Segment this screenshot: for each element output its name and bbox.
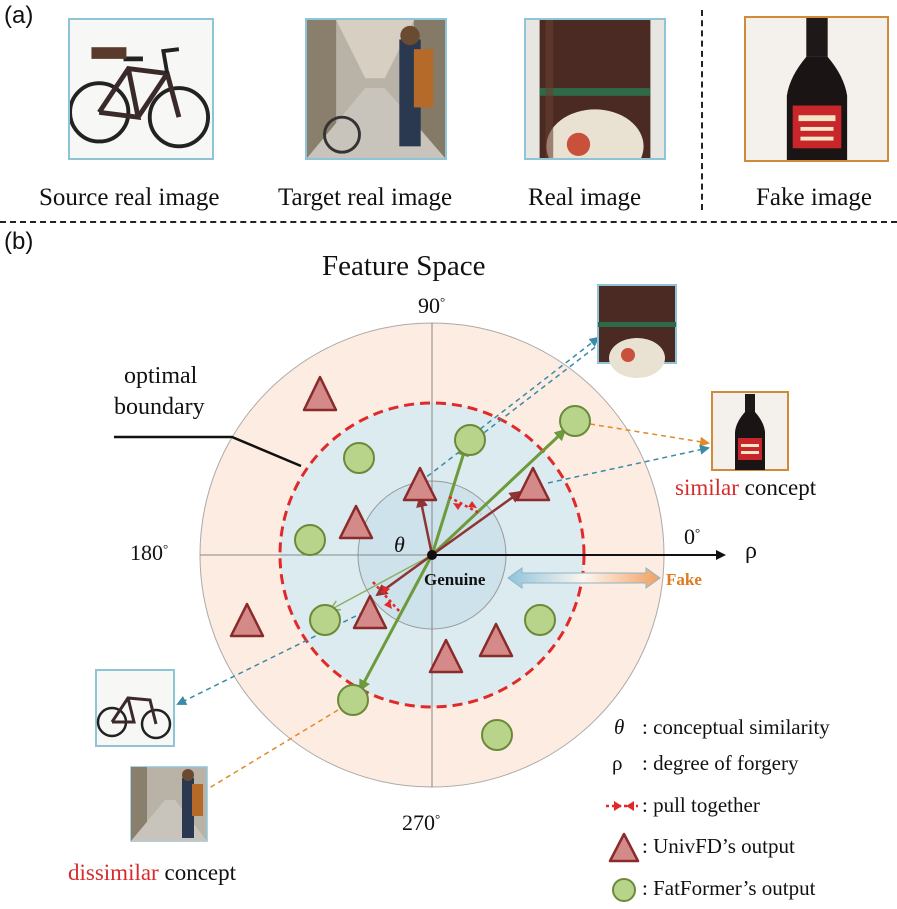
source-bicycle-thumbnail	[95, 669, 175, 747]
horizontal-separator	[0, 221, 897, 223]
fake-arrow-label: Fake	[666, 570, 702, 589]
vertical-separator	[701, 10, 703, 210]
univfd-vector-2	[431, 490, 522, 557]
fatformer-circles	[294, 405, 591, 751]
univfd-triangle	[302, 375, 338, 412]
legend-pull-icon	[606, 801, 638, 811]
optimal-label: optimal	[124, 363, 198, 389]
genuine-fake-arrow	[507, 567, 661, 589]
real-bottle-image	[524, 18, 666, 160]
boundary-label: boundary	[114, 394, 205, 420]
target-couple-image	[305, 18, 447, 160]
univfd-triangle	[352, 594, 388, 630]
panel-a-label: (a)	[4, 2, 34, 29]
pull-together-marker-2	[372, 581, 401, 613]
boundary-pointer-line	[114, 435, 302, 468]
similar-concept-label: similar concept	[675, 475, 817, 500]
legend: θ : conceptual similarity ρ : degree of …	[606, 715, 830, 902]
real-bottle-thumbnail	[597, 284, 677, 378]
fatformer-point	[559, 405, 591, 437]
legend-fatformer-icon	[612, 878, 636, 902]
legend-rho-text: : degree of forgery	[642, 751, 799, 775]
univfd-triangle	[338, 504, 374, 540]
univfd-vector-1	[416, 495, 434, 556]
source-real-image-caption: Source real image	[39, 184, 220, 211]
target-image-connector	[205, 709, 339, 791]
legend-theta-symbol: θ	[614, 715, 624, 739]
source-bicycle-image	[68, 18, 214, 160]
feature-space-title: Feature Space	[322, 250, 485, 282]
origin-point	[427, 550, 437, 560]
fake-image-connector-2	[547, 444, 710, 484]
legend-pull-text: : pull together	[642, 793, 760, 817]
angle-90-label: 90°	[418, 293, 445, 318]
fatformer-point	[481, 719, 513, 751]
angle-270-label: 270°	[402, 810, 440, 835]
genuine-label: Genuine	[424, 570, 486, 589]
univfd-triangle	[402, 466, 438, 502]
target-real-image-caption: Target real image	[278, 184, 453, 211]
target-couple-thumbnail	[130, 766, 208, 842]
fatformer-vector-2	[430, 428, 567, 557]
univfd-triangle	[515, 466, 551, 502]
fatformer-point	[309, 604, 341, 636]
dissimilar-concept-label: dissimilar concept	[68, 860, 237, 885]
pull-together-marker-1	[448, 495, 482, 516]
theta-label: θ	[394, 532, 405, 557]
univfd-triangle	[478, 622, 514, 658]
univfd-triangle	[428, 638, 464, 674]
angle-180-label: 180°	[130, 540, 168, 565]
fake-image-caption: Fake image	[756, 184, 872, 211]
fatformer-point	[454, 424, 486, 456]
univfd-triangles	[229, 375, 551, 674]
fatformer-vector-1	[430, 444, 469, 556]
fatformer-point	[343, 442, 375, 474]
fake-bottle-image	[744, 16, 889, 162]
real-image-connector-2	[419, 344, 599, 483]
legend-rho-symbol: ρ	[612, 751, 622, 775]
legend-univfd-text: : UnivFD’s output	[642, 834, 795, 858]
fatformer-vector-4	[330, 554, 433, 610]
legend-theta-text: : conceptual similarity	[642, 715, 830, 739]
fatformer-point	[524, 604, 556, 636]
real-image-caption: Real image	[528, 184, 642, 211]
fatformer-point	[294, 524, 326, 556]
fake-image-connector	[589, 423, 710, 447]
legend-fatformer-text: : FatFormer’s output	[642, 876, 816, 900]
fatformer-vector-3	[358, 554, 434, 692]
panel-b-label: (b)	[4, 228, 34, 255]
fake-bottle-thumbnail	[711, 391, 789, 471]
univfd-triangle	[229, 602, 265, 638]
angle-0-label: 0°	[684, 524, 700, 549]
real-image-connector	[465, 336, 600, 441]
fatformer-point	[337, 684, 369, 716]
rho-axis-label: ρ	[745, 538, 757, 564]
legend-univfd-icon	[608, 832, 640, 863]
